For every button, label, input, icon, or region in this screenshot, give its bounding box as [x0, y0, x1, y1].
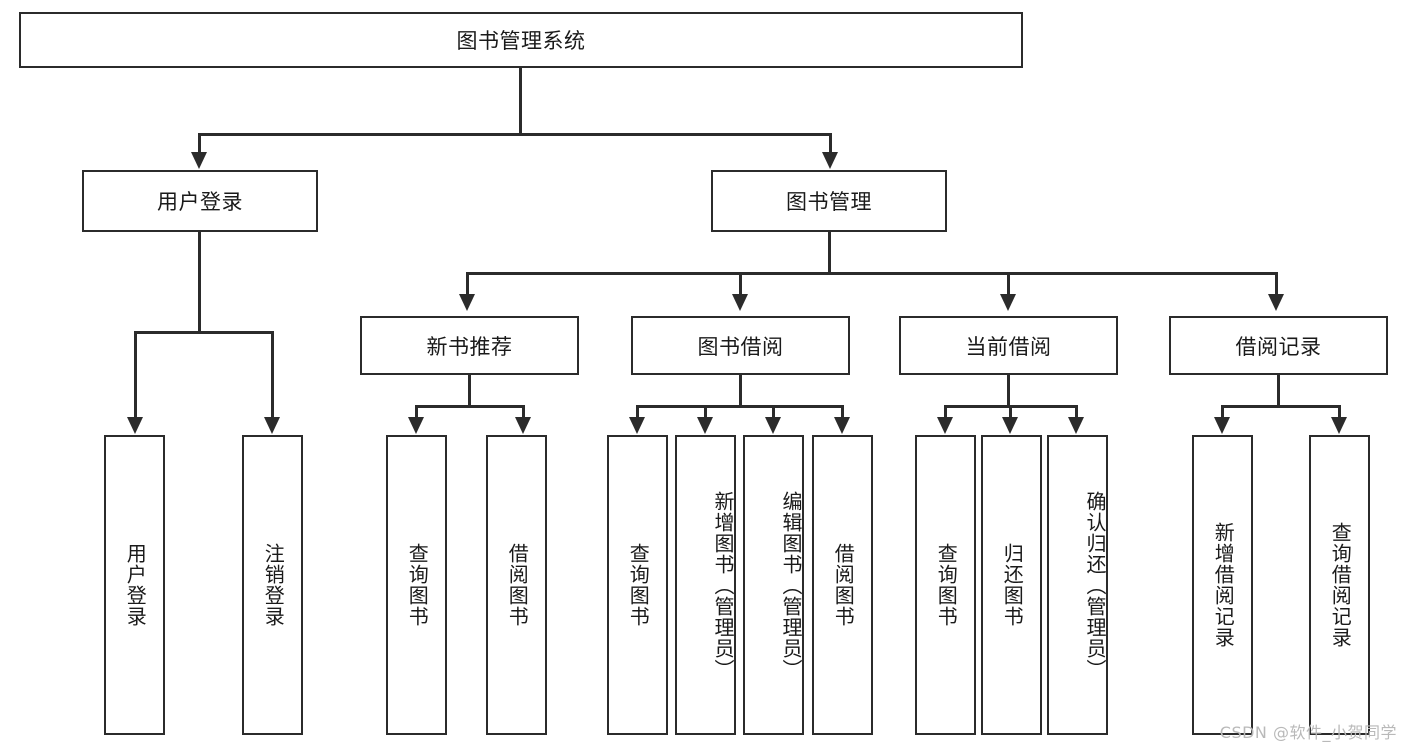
arrow-book-manage-child-2 — [732, 294, 748, 311]
node-label: 借阅图书 — [831, 543, 856, 627]
arrow-current-borrow-leaf-2 — [1002, 417, 1018, 434]
connector-book-manage-stem — [828, 232, 831, 274]
connector-current-borrow-drop-1 — [944, 405, 947, 420]
leaf-current-query-book[interactable]: 查询图书 — [915, 435, 976, 735]
connector-book-borrow-drop-2 — [704, 405, 707, 420]
connector-new-book-drop-1 — [415, 405, 418, 420]
leaf-borrow-add-book-admin[interactable]: 新增图书（管理员） — [675, 435, 736, 735]
connector-borrow-record-drop-2 — [1338, 405, 1341, 420]
node-label: 归还图书 — [1000, 543, 1025, 627]
connector-book-borrow-bus — [636, 405, 844, 408]
arrow-root-to-book-manage — [822, 152, 838, 169]
connector-user-login-drop-2 — [271, 331, 274, 420]
node-label: 查询图书 — [626, 543, 651, 627]
node-label: 查询图书 — [934, 543, 959, 627]
node-root-system[interactable]: 图书管理系统 — [19, 12, 1023, 68]
leaf-record-add-borrow-record[interactable]: 新增借阅记录 — [1192, 435, 1253, 735]
connector-root-to-user-login — [198, 133, 201, 155]
arrow-book-manage-child-4 — [1268, 294, 1284, 311]
arrow-borrow-record-leaf-2 — [1331, 417, 1347, 434]
connector-book-borrow-drop-4 — [841, 405, 844, 420]
leaf-logout[interactable]: 注销登录 — [242, 435, 303, 735]
node-book-management[interactable]: 图书管理 — [711, 170, 947, 232]
leaf-user-login[interactable]: 用户登录 — [104, 435, 165, 735]
arrow-root-to-user-login — [191, 152, 207, 169]
connector-book-borrow-drop-3 — [772, 405, 775, 420]
leaf-current-confirm-return-admin[interactable]: 确认归还（管理员） — [1047, 435, 1108, 735]
connector-user-login-drop-1 — [134, 331, 137, 420]
node-label: 编辑图书（管理员） — [779, 490, 803, 680]
connector-borrow-record-bus — [1221, 405, 1341, 408]
connector-current-borrow-stem — [1007, 375, 1010, 407]
connector-book-borrow-drop-1 — [636, 405, 639, 420]
connector-new-book-bus — [415, 405, 525, 408]
node-label: 确认归还（管理员） — [1083, 490, 1107, 680]
watermark: CSDN @软件_小贺同学 — [1219, 723, 1397, 742]
connector-book-manage-drop-2 — [739, 272, 742, 297]
connector-user-login-bus — [134, 331, 274, 334]
connector-user-login-stem — [198, 232, 201, 333]
arrow-book-manage-child-3 — [1000, 294, 1016, 311]
connector-book-manage-bus — [466, 272, 1278, 275]
arrow-new-book-leaf-2 — [515, 417, 531, 434]
leaf-recommend-borrow-book[interactable]: 借阅图书 — [486, 435, 547, 735]
connector-borrow-record-drop-1 — [1221, 405, 1224, 420]
connector-book-borrow-stem — [739, 375, 742, 407]
node-label: 当前借阅 — [965, 334, 1052, 359]
connector-book-manage-drop-4 — [1275, 272, 1278, 297]
node-borrow-record[interactable]: 借阅记录 — [1169, 316, 1388, 375]
arrow-borrow-record-leaf-1 — [1214, 417, 1230, 434]
node-label: 新书推荐 — [426, 334, 513, 359]
leaf-borrow-edit-book-admin[interactable]: 编辑图书（管理员） — [743, 435, 804, 735]
node-label: 图书借阅 — [697, 334, 784, 359]
arrow-book-borrow-leaf-4 — [834, 417, 850, 434]
arrow-book-manage-child-1 — [459, 294, 475, 311]
node-label: 新增图书（管理员） — [711, 490, 735, 680]
arrow-book-borrow-leaf-2 — [697, 417, 713, 434]
connector-root-to-book-manage — [829, 133, 832, 155]
arrow-book-borrow-leaf-3 — [765, 417, 781, 434]
node-label: 用户登录 — [123, 543, 148, 627]
arrow-user-login-leaf-2 — [264, 417, 280, 434]
connector-current-borrow-drop-3 — [1075, 405, 1078, 420]
connector-new-book-drop-2 — [522, 405, 525, 420]
node-book-borrow[interactable]: 图书借阅 — [631, 316, 850, 375]
node-label: 查询借阅记录 — [1328, 522, 1353, 648]
node-label: 借阅图书 — [505, 543, 530, 627]
leaf-borrow-borrow-book[interactable]: 借阅图书 — [812, 435, 873, 735]
connector-root-stem — [519, 68, 522, 135]
leaf-current-return-book[interactable]: 归还图书 — [981, 435, 1042, 735]
leaf-borrow-query-book[interactable]: 查询图书 — [607, 435, 668, 735]
leaf-recommend-query-book[interactable]: 查询图书 — [386, 435, 447, 735]
arrow-current-borrow-leaf-3 — [1068, 417, 1084, 434]
leaf-record-query-borrow-record[interactable]: 查询借阅记录 — [1309, 435, 1370, 735]
node-label: 新增借阅记录 — [1211, 522, 1236, 648]
arrow-current-borrow-leaf-1 — [937, 417, 953, 434]
node-new-book-recommend[interactable]: 新书推荐 — [360, 316, 579, 375]
connector-borrow-record-stem — [1277, 375, 1280, 407]
connector-new-book-stem — [468, 375, 471, 407]
node-label: 借阅记录 — [1235, 334, 1322, 359]
arrow-user-login-leaf-1 — [127, 417, 143, 434]
node-label: 用户登录 — [157, 190, 243, 214]
node-label: 图书管理系统 — [456, 29, 586, 53]
node-label: 注销登录 — [261, 543, 286, 627]
node-label: 查询图书 — [405, 543, 430, 627]
node-label: 图书管理 — [786, 190, 872, 214]
connector-root-bus — [198, 133, 832, 136]
connector-current-borrow-drop-2 — [1009, 405, 1012, 420]
node-user-login[interactable]: 用户登录 — [82, 170, 318, 232]
connector-book-manage-drop-3 — [1007, 272, 1010, 297]
arrow-new-book-leaf-1 — [408, 417, 424, 434]
arrow-book-borrow-leaf-1 — [629, 417, 645, 434]
node-current-borrow[interactable]: 当前借阅 — [899, 316, 1118, 375]
connector-book-manage-drop-1 — [466, 272, 469, 297]
